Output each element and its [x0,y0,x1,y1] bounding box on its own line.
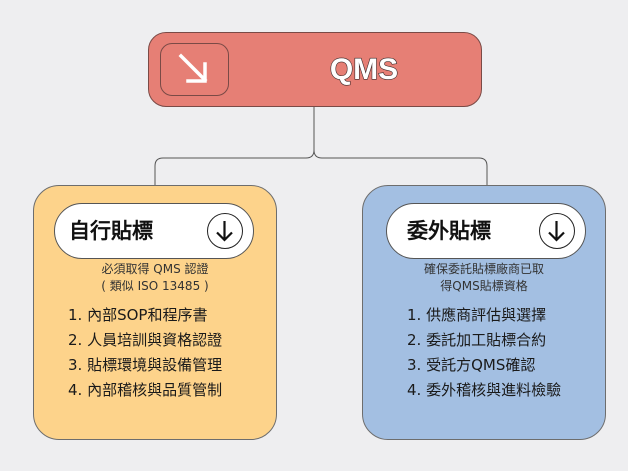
branch-header[interactable]: 自行貼標 [54,203,254,259]
arrow-down-icon[interactable] [207,213,243,249]
list-item: 2. 人員培訓與資格認證 [68,331,223,349]
branch-item-list: 1. 供應商評估與選擇 2. 委託加工貼標合約 3. 受託方QMS確認 4. 委… [407,303,561,403]
branch-card-outsourced-labeling: 委外貼標 確保委託貼標廠商已取 得QMS貼標資格 1. 供應商評估與選擇 2. … [362,185,606,440]
branch-item-list: 1. 內部SOP和程序書 2. 人員培訓與資格認證 3. 貼標環境與設備管理 4… [68,303,222,403]
list-item: 3. 受託方QMS確認 [407,356,536,374]
branch-card-self-labeling: 自行貼標 必須取得 QMS 認證 ( 類似 ISO 13485 ) 1. 內部S… [33,185,277,440]
subtitle-line: 得QMS貼標資格 [440,279,528,293]
arrow-down-icon[interactable] [539,213,575,249]
subtitle-line: ( 類似 ISO 13485 ) [101,279,209,293]
list-item: 4. 內部稽核與品質管制 [68,381,223,399]
branch-header[interactable]: 委外貼標 [386,203,586,259]
list-item: 3. 貼標環境與設備管理 [68,356,223,374]
root-node-qms[interactable]: QMS [148,32,482,107]
list-item: 1. 內部SOP和程序書 [68,306,208,324]
branch-title: 自行貼標 [69,219,153,243]
branch-subtitle: 必須取得 QMS 認證 ( 類似 ISO 13485 ) [34,261,276,295]
root-title: QMS [329,52,399,86]
branch-title: 委外貼標 [407,219,491,243]
branch-subtitle: 確保委託貼標廠商已取 得QMS貼標資格 [363,261,605,295]
list-item: 1. 供應商評估與選擇 [407,306,547,324]
list-item: 2. 委託加工貼標合約 [407,331,547,349]
arrow-down-right-icon[interactable] [160,43,229,96]
subtitle-line: 必須取得 QMS 認證 [101,262,209,276]
list-item: 4. 委外稽核與進料檢驗 [407,381,562,399]
subtitle-line: 確保委託貼標廠商已取 [423,262,544,276]
